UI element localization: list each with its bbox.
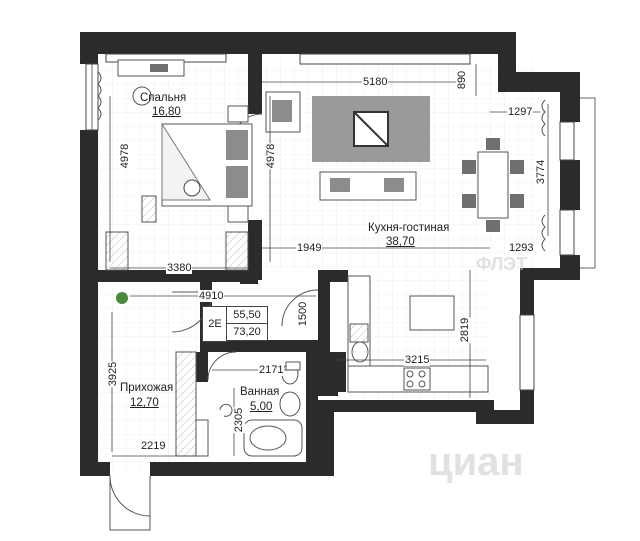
dim-top-width: 5180 bbox=[362, 76, 389, 88]
hall-fixtures bbox=[116, 292, 209, 457]
window-right bbox=[519, 97, 596, 391]
bathroom-fixtures bbox=[219, 361, 303, 457]
bed bbox=[141, 105, 253, 223]
watermark-flat: ФЛЭТ bbox=[476, 254, 528, 274]
watermark-cian: циан bbox=[428, 440, 524, 484]
dim-hall-bottom: 2219 bbox=[140, 440, 167, 452]
apartment-code: 2E bbox=[202, 306, 228, 342]
armchair bbox=[265, 91, 301, 133]
dim-living-mid: 1949 bbox=[296, 242, 323, 254]
bathroom-name: Ванная bbox=[240, 386, 280, 398]
kitchen-living-area: 38,70 bbox=[386, 236, 415, 248]
window-left bbox=[85, 63, 102, 131]
dim-bath-height: 2305 bbox=[233, 406, 246, 434]
dim-bedroom-width: 3380 bbox=[166, 262, 193, 274]
dining-table bbox=[462, 138, 524, 232]
hallway-area: 12,70 bbox=[130, 397, 159, 409]
kitchen-living-name: Кухня-гостиная bbox=[368, 222, 450, 234]
dim-kitchen-width: 3215 bbox=[404, 354, 431, 366]
dim-bedroom-height-left: 4978 bbox=[119, 142, 132, 170]
dim-hall-width: 4910 bbox=[198, 290, 225, 302]
total-area-value: 73,20 bbox=[226, 323, 268, 341]
dim-door-height: 1500 bbox=[297, 300, 310, 328]
dim-hall-height: 3925 bbox=[107, 360, 120, 388]
bathroom-area: 5,00 bbox=[250, 401, 273, 413]
dim-living-height: 3774 bbox=[535, 158, 548, 186]
desk bbox=[117, 59, 185, 106]
bedroom-area: 16,80 bbox=[152, 106, 181, 118]
bedroom-name: Спальня bbox=[140, 92, 187, 104]
dim-living-right: 1293 bbox=[508, 242, 535, 254]
dim-kitchen-height: 2819 bbox=[459, 316, 472, 344]
living-area-value: 55,50 bbox=[226, 306, 268, 324]
dim-top-offset: 890 bbox=[456, 69, 469, 91]
wardrobe bbox=[105, 231, 249, 271]
outer-walls bbox=[80, 32, 580, 476]
kitchen-counter bbox=[347, 275, 489, 393]
interior-walls bbox=[98, 54, 348, 476]
dim-bath-width: 2171 bbox=[258, 364, 285, 376]
dim-bedroom-height-right: 4978 bbox=[265, 142, 278, 170]
hallway-name: Прихожая bbox=[120, 382, 174, 394]
living-rug bbox=[312, 96, 430, 162]
dim-window-right: 1297 bbox=[507, 106, 534, 118]
sofa bbox=[319, 171, 417, 201]
